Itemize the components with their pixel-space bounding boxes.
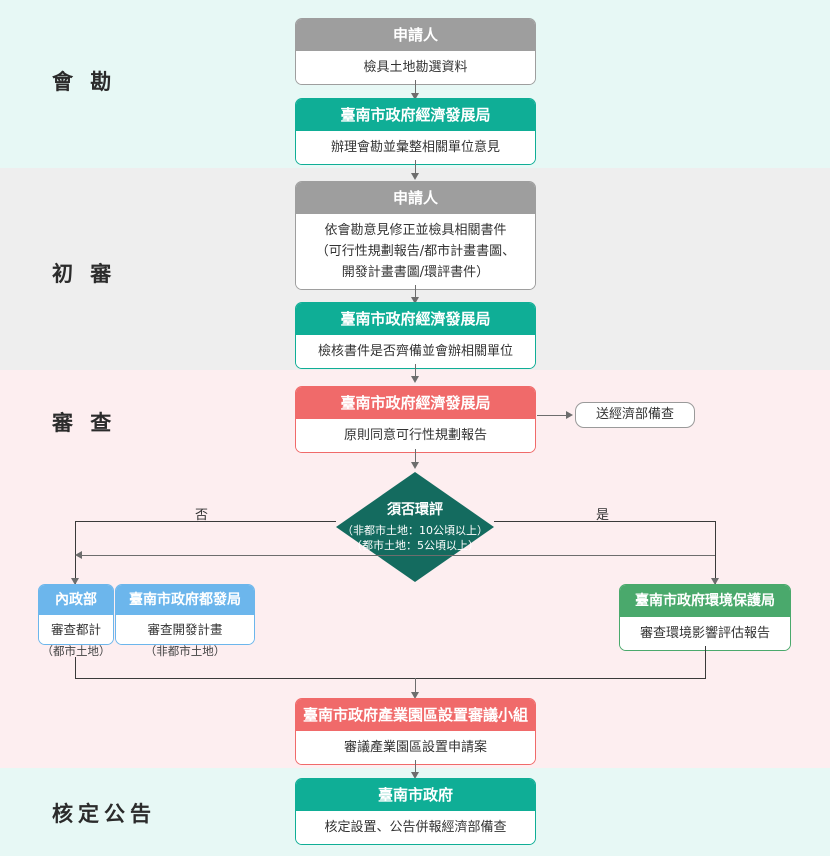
arrow-down-committee-city <box>411 772 419 779</box>
node-review-committee[interactable]: 臺南市政府產業園區設置審議小組 審議產業園區設置申請案 <box>295 698 536 765</box>
connector-applicant1-to-econ1 <box>415 80 416 97</box>
arrow-down-no-branch <box>71 578 79 585</box>
node-applicant-2-title: 申請人 <box>296 182 535 214</box>
branch-label-no: 否 <box>195 508 209 523</box>
node-moi-body: 審查都計 <box>39 615 113 644</box>
node-econ-bureau-3[interactable]: 臺南市政府經濟發展局 原則同意可行性規劃報告 <box>295 386 536 453</box>
stage-label-review: 審 查 <box>52 411 117 435</box>
arrow-down-applicant1-econ1 <box>411 93 419 100</box>
node-econ-bureau-3-body: 原則同意可行性規劃報告 <box>296 419 535 452</box>
node-urban-dev-bureau[interactable]: 臺南市政府都發局 審查開發計畫 <box>115 584 255 645</box>
node-moi[interactable]: 內政部 審查都計 <box>38 584 114 645</box>
node-review-committee-title: 臺南市政府產業園區設置審議小組 <box>296 699 535 731</box>
branch-label-yes: 是 <box>596 508 610 523</box>
arrow-right-econ3-side <box>566 411 573 419</box>
connector-applicant2-to-econ2 <box>415 285 416 299</box>
connector-econ3-to-decision <box>415 449 416 466</box>
node-epb[interactable]: 臺南市政府環境保護局 審查環境影響評估報告 <box>619 584 791 651</box>
node-city-government[interactable]: 臺南市政府 核定設置、公告併報經濟部備查 <box>295 778 536 845</box>
node-send-moea[interactable]: 送經濟部備查 <box>575 402 695 428</box>
node-urban-dev-bureau-title: 臺南市政府都發局 <box>116 585 254 615</box>
connector-epb-down <box>705 646 706 679</box>
node-epb-title: 臺南市政府環境保護局 <box>620 585 790 617</box>
node-city-government-title: 臺南市政府 <box>296 779 535 811</box>
connector-decision-split-right <box>494 521 715 522</box>
node-urban-dev-bureau-body: 審查開發計畫 <box>116 615 254 644</box>
node-econ-bureau-2-body: 檢核書件是否齊備並會辦相關單位 <box>296 335 535 368</box>
connector-return-line <box>78 555 715 556</box>
connector-econ3-to-side <box>537 415 568 416</box>
arrow-down-econ1-applicant2 <box>411 173 419 180</box>
decision-diamond-shape <box>336 472 494 582</box>
note-moi-land-type: （都市土地） <box>41 644 111 658</box>
node-econ-bureau-1[interactable]: 臺南市政府經濟發展局 辦理會勘並彙整相關單位意見 <box>295 98 536 165</box>
arrow-left-return <box>75 551 82 559</box>
node-moi-title: 內政部 <box>39 585 113 615</box>
connector-yes-branch-vertical <box>715 521 716 584</box>
node-review-committee-body: 審議產業園區設置申請案 <box>296 731 535 764</box>
node-econ-bureau-2[interactable]: 臺南市政府經濟發展局 檢核書件是否齊備並會辦相關單位 <box>295 302 536 369</box>
arrow-down-yes-branch <box>711 578 719 585</box>
arrow-down-merge-committee <box>411 692 419 699</box>
stage-label-approval: 核定公告 <box>52 802 156 826</box>
stage-label-initial-review: 初 審 <box>52 262 117 286</box>
stage-label-survey: 會 勘 <box>52 70 117 94</box>
decision-diamond[interactable]: 須否環評 （非都市土地：10公頃以上） （都市土地：5公頃以上） <box>336 472 494 582</box>
connector-moi-down <box>75 657 76 679</box>
node-applicant-2-body: 依會勘意見修正並檢具相關書件 （可行性規劃報告/都市計畫書圖、 開發計畫書圖/環… <box>296 214 535 289</box>
connector-committee-to-city <box>415 760 416 774</box>
node-applicant-1-title: 申請人 <box>296 19 535 51</box>
connector-decision-split-left <box>75 521 336 522</box>
node-applicant-1-body: 檢具土地勘選資料 <box>296 51 535 84</box>
node-econ-bureau-1-body: 辦理會勘並彙整相關單位意見 <box>296 131 535 164</box>
connector-econ2-to-econ3 <box>415 364 416 378</box>
connector-merge-horizontal <box>75 678 706 679</box>
node-applicant-1[interactable]: 申請人 檢具土地勘選資料 <box>295 18 536 85</box>
node-applicant-2[interactable]: 申請人 依會勘意見修正並檢具相關書件 （可行性規劃報告/都市計畫書圖、 開發計畫… <box>295 181 536 290</box>
node-epb-body: 審查環境影響評估報告 <box>620 617 790 650</box>
connector-econ1-to-applicant2 <box>415 160 416 177</box>
node-econ-bureau-3-title: 臺南市政府經濟發展局 <box>296 387 535 419</box>
node-city-government-body: 核定設置、公告併報經濟部備查 <box>296 811 535 844</box>
arrow-down-econ2-econ3 <box>411 376 419 383</box>
connector-merge-to-committee <box>415 678 416 696</box>
arrow-down-econ3-decision <box>411 462 419 469</box>
node-econ-bureau-2-title: 臺南市政府經濟發展局 <box>296 303 535 335</box>
node-econ-bureau-1-title: 臺南市政府經濟發展局 <box>296 99 535 131</box>
arrow-down-applicant2-econ2 <box>411 297 419 304</box>
note-urban-land-type: （非都市土地） <box>144 644 226 658</box>
